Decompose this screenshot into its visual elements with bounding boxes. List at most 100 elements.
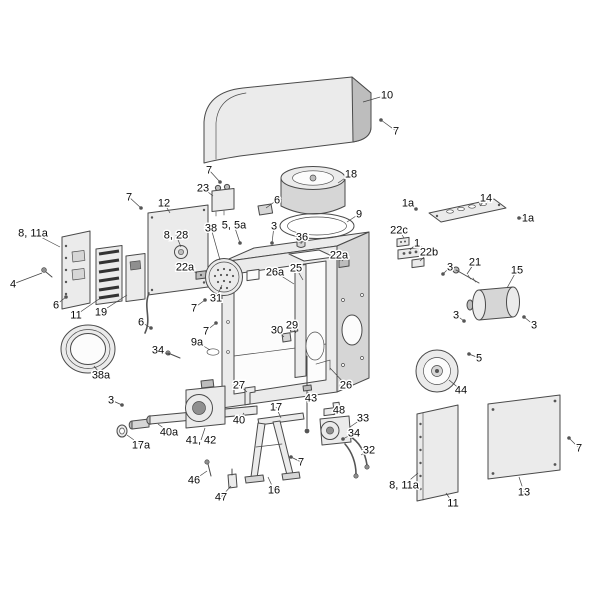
- part-label: 5: [476, 353, 482, 365]
- leader-line: [409, 242, 418, 251]
- leader-line: [220, 485, 232, 498]
- part-label: 3: [271, 221, 277, 233]
- leader-line: [128, 196, 142, 209]
- part-label: 21: [469, 257, 481, 269]
- leader-line: [300, 236, 303, 245]
- part-label: 40a: [160, 427, 179, 439]
- part-label: 11: [70, 310, 81, 322]
- part-label: 43: [305, 393, 317, 405]
- leader-line: [193, 299, 206, 309]
- part-label: 3: [108, 395, 114, 407]
- part-label: 12: [158, 198, 170, 210]
- fastener-dot: [522, 315, 526, 319]
- fuel-rod-part: [257, 355, 313, 434]
- part-label: 8, 11a: [389, 480, 420, 492]
- leader-line: [126, 434, 142, 446]
- cabinet-part: [221, 231, 370, 409]
- fuel-pump-part: [319, 401, 370, 479]
- fastener-dot: [64, 295, 68, 299]
- part-label: 7: [206, 165, 212, 177]
- leader-line: [307, 391, 312, 399]
- part-label: 5, 5a: [222, 220, 247, 232]
- part-label: 18: [345, 169, 357, 181]
- fastener-dot: [462, 319, 466, 323]
- leader-line: [193, 470, 208, 481]
- leader-line: [55, 296, 67, 306]
- part-label: 33: [357, 413, 369, 425]
- fastener-dot: [203, 298, 207, 302]
- access-panel-part: [487, 394, 561, 480]
- part-label: 9: [356, 209, 362, 221]
- fastener-dot: [341, 437, 345, 441]
- leader-line: [342, 432, 355, 440]
- leader-line: [380, 119, 397, 132]
- side-panel-part: [144, 204, 209, 334]
- part-label: 7: [203, 326, 209, 338]
- part-label: 3: [453, 310, 459, 322]
- leader-line: [163, 202, 171, 214]
- terminal-block-part: [95, 245, 123, 305]
- fastener-dot: [379, 118, 383, 122]
- part-label: 26: [340, 380, 352, 392]
- leader-line: [75, 298, 100, 316]
- top-cover-part: [203, 76, 372, 164]
- fastener-dot: [270, 241, 274, 245]
- leader-line: [403, 472, 419, 486]
- part-label: 46: [188, 475, 200, 487]
- leader-line: [140, 321, 152, 329]
- part-label: 1: [414, 238, 420, 250]
- part-label: 11: [447, 498, 458, 510]
- part-label: 1a: [402, 198, 415, 210]
- leader-line: [205, 322, 217, 332]
- part-label: 7: [576, 443, 582, 455]
- hardware-parts: [165, 348, 220, 359]
- fastener-dot: [218, 180, 222, 184]
- part-label: 31: [210, 293, 222, 305]
- leader-line: [419, 251, 430, 262]
- part-label: 7: [298, 457, 304, 469]
- leader-line: [337, 173, 352, 184]
- leader-line: [523, 316, 535, 326]
- leader-line: [233, 224, 241, 244]
- motor-cylinder-part: [466, 286, 520, 321]
- leader-line: [157, 349, 171, 356]
- part-label: 3: [531, 320, 537, 332]
- leader-line: [518, 476, 525, 493]
- part-label: 26a: [266, 267, 285, 279]
- fastener-dot: [139, 206, 143, 210]
- part-label: 23: [197, 183, 209, 195]
- leader-line: [346, 213, 360, 223]
- part-label: 32: [363, 445, 375, 457]
- leader-line: [291, 324, 297, 334]
- part-label: 6: [53, 300, 59, 312]
- part-label: 17a: [132, 440, 151, 452]
- leader-line: [202, 187, 214, 197]
- part-label: 27: [233, 380, 245, 392]
- part-label: 38a: [92, 370, 111, 382]
- leader-line: [276, 329, 285, 338]
- stand-legs-part: [244, 420, 301, 484]
- part-label: 7: [393, 126, 399, 138]
- part-label: 22a: [330, 250, 349, 262]
- wheel-part: [415, 349, 459, 393]
- switch-22a-part: [195, 270, 207, 280]
- fastener-dot: [517, 216, 521, 220]
- leader-line: [157, 423, 170, 433]
- part-label: 7: [191, 303, 197, 315]
- leader-line: [448, 379, 462, 391]
- leader-line: [360, 449, 370, 456]
- fastener-dot: [120, 403, 124, 407]
- leader-line: [274, 271, 295, 285]
- leader-line: [295, 267, 304, 281]
- leader-line: [362, 94, 388, 103]
- part-label: 44: [455, 385, 467, 397]
- thermostat-parts: [396, 236, 480, 284]
- bracket-box-part: [125, 253, 146, 302]
- part-label: 25: [290, 263, 302, 275]
- leader-line: [398, 229, 405, 239]
- part-label: 40: [233, 415, 245, 427]
- fastener-dot: [238, 241, 242, 245]
- fastener-dot: [289, 455, 293, 459]
